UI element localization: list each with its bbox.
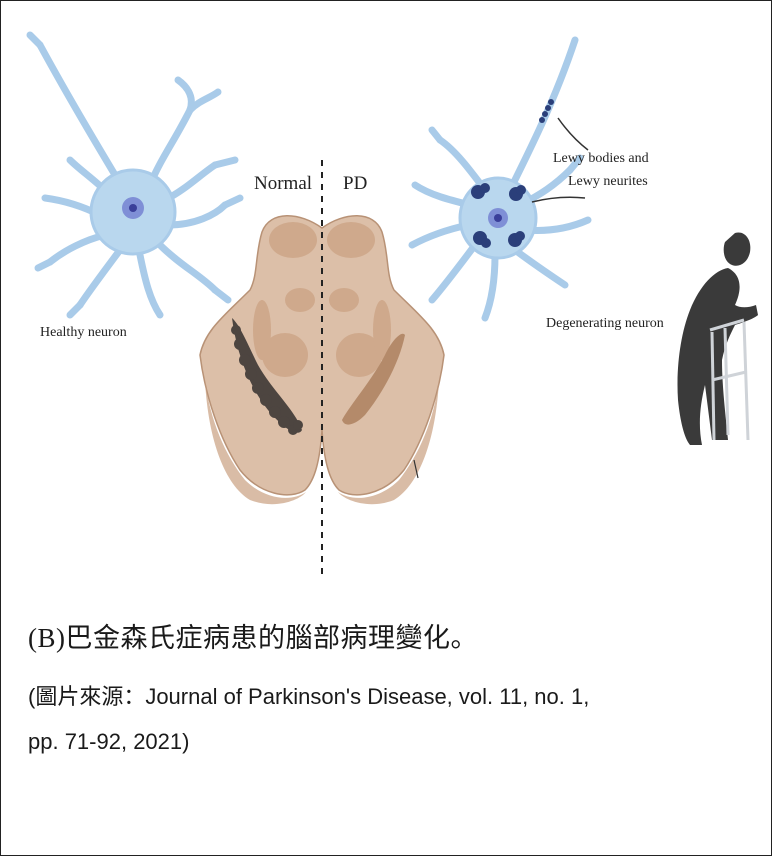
healthy-neuron-label: Healthy neuron	[40, 325, 127, 340]
healthy-neuron	[30, 35, 240, 315]
parkinson-pathology-illustration: Healthy neuron Normal PD	[0, 0, 770, 590]
elderly-walker-silhouette-icon	[678, 232, 759, 445]
figure-source-line1: (圖片來源：Journal of Parkinson's Disease, vo…	[28, 674, 748, 719]
degenerating-neuron-label: Degenerating neuron	[546, 316, 664, 331]
degenerating-neuron	[412, 40, 588, 318]
figure-source: (圖片來源：Journal of Parkinson's Disease, vo…	[28, 674, 748, 764]
lewy-bodies-label-line1: Lewy bodies and	[553, 151, 649, 166]
figure-source-line2: pp. 71-92, 2021)	[28, 719, 748, 764]
lewy-bodies-label-line2: Lewy neurites	[568, 174, 648, 189]
figure-caption: (B)巴金森氏症病患的腦部病理變化。	[28, 616, 748, 655]
normal-label: Normal	[254, 173, 312, 194]
pd-label: PD	[343, 173, 367, 194]
